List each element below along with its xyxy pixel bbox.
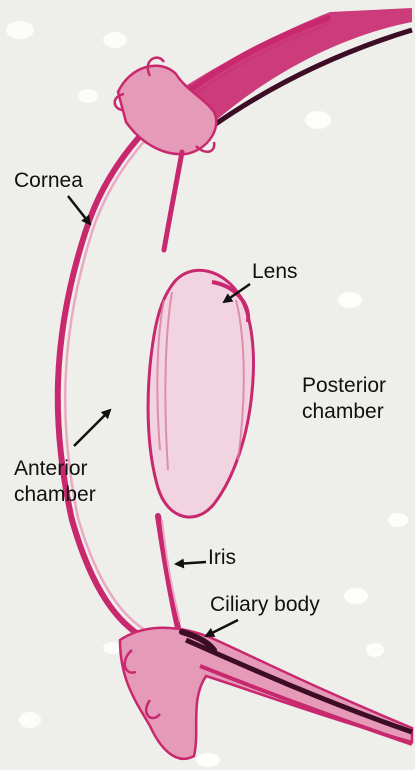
- label-ciliary-body: Ciliary body: [210, 592, 320, 618]
- label-posterior-line1: Posterior: [302, 373, 386, 399]
- label-anterior-line1: Anterior: [14, 456, 96, 482]
- label-iris: Iris: [208, 545, 236, 571]
- label-lens: Lens: [252, 259, 298, 285]
- label-posterior-chamber: Posterior chamber: [302, 373, 386, 425]
- label-anterior-line2: chamber: [14, 482, 96, 508]
- label-cornea: Cornea: [14, 168, 83, 194]
- label-posterior-line2: chamber: [302, 399, 386, 425]
- label-anterior-chamber: Anterior chamber: [14, 456, 96, 508]
